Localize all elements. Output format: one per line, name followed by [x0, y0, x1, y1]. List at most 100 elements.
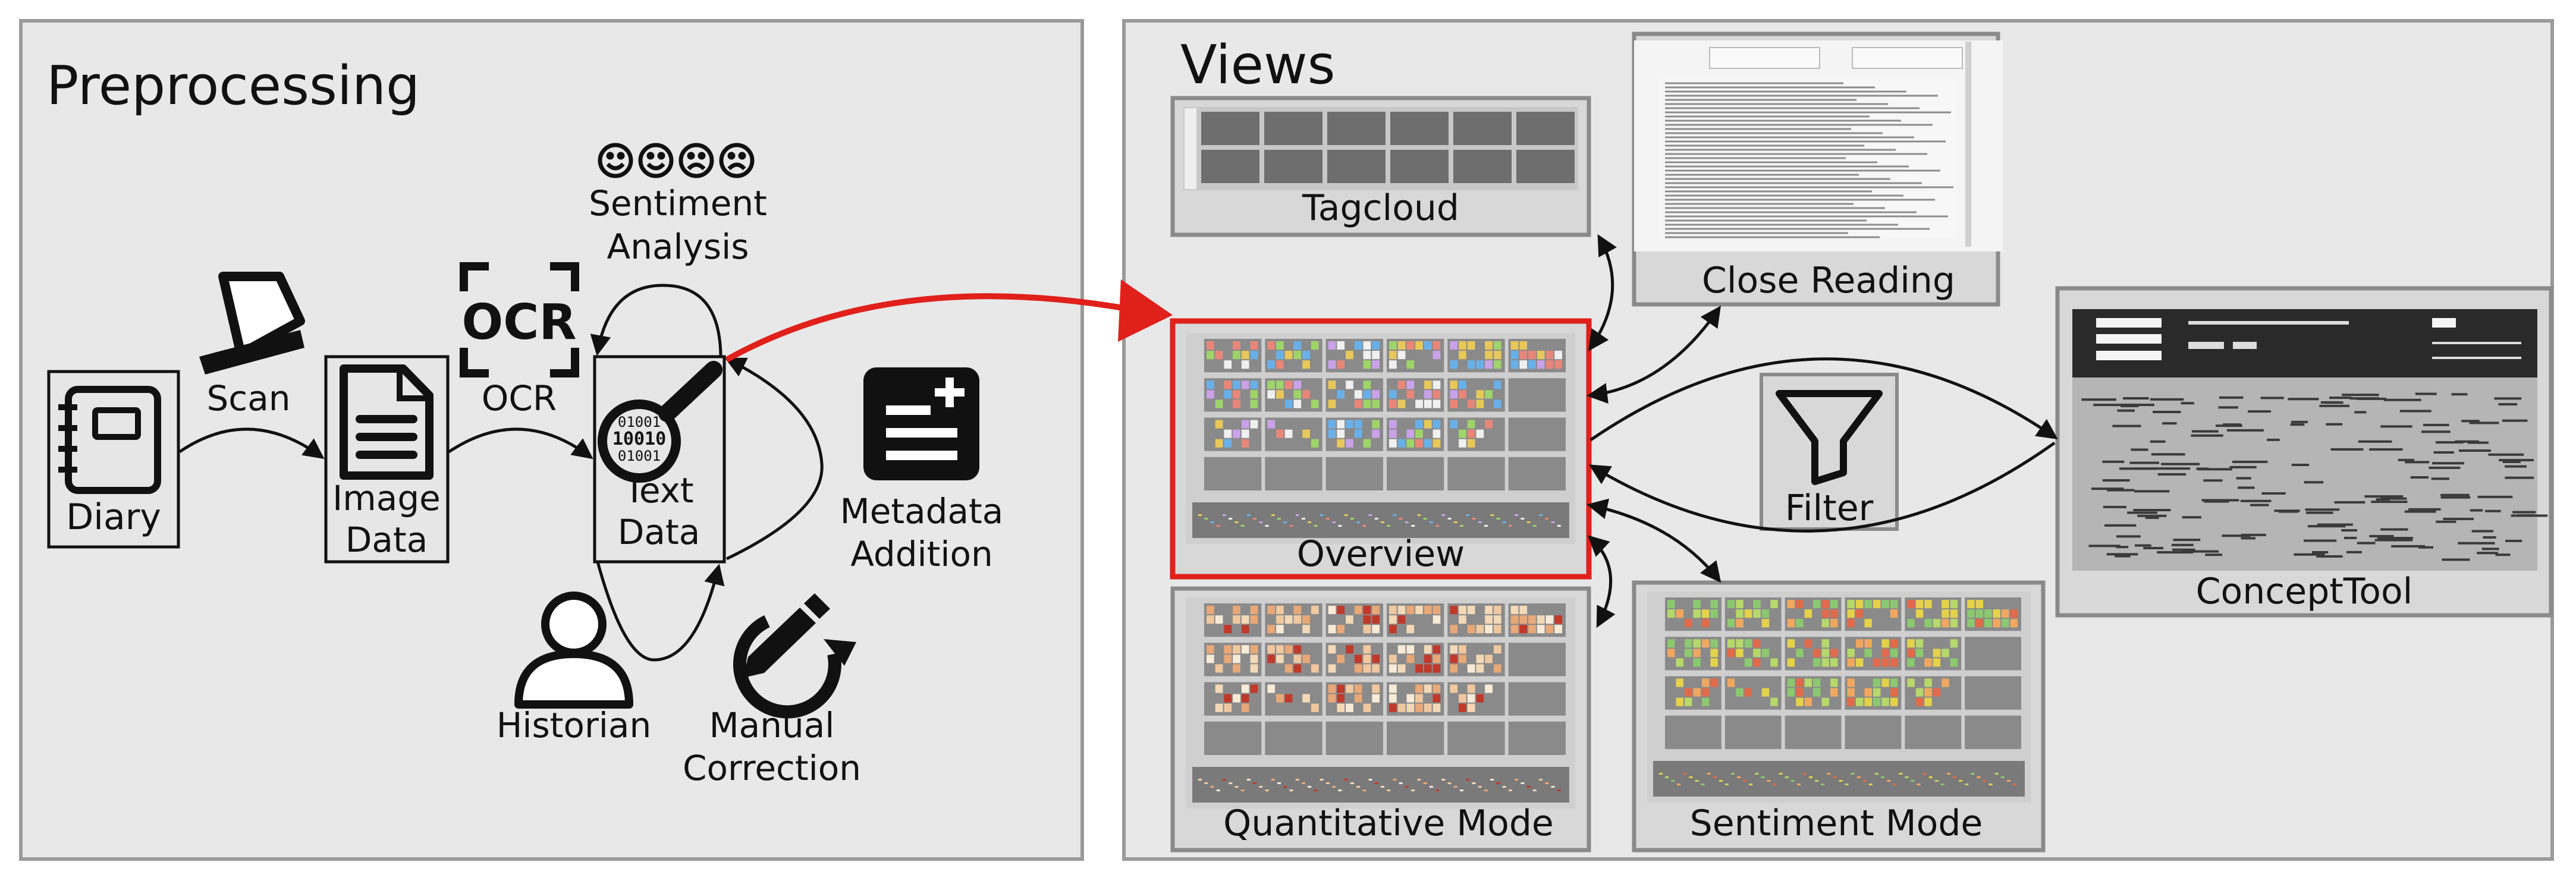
- month-block: [1508, 682, 1566, 716]
- day-cell: [1215, 399, 1223, 408]
- timeline-tick: [1868, 784, 1873, 785]
- day-cell: [1847, 658, 1855, 667]
- day-cell: [1753, 658, 1761, 667]
- day-cell: [1813, 658, 1821, 667]
- timeline-tick: [1557, 525, 1561, 527]
- day-cell: [1701, 678, 1710, 687]
- day-cell: [1328, 694, 1336, 703]
- day-cell: [1432, 606, 1441, 615]
- concept-word: [2371, 501, 2408, 504]
- day-cell: [1267, 625, 1276, 634]
- day-cell: [1855, 609, 1864, 618]
- day-cell: [1363, 655, 1371, 663]
- day-cell: [1847, 688, 1855, 697]
- concept-word: [2364, 495, 2404, 498]
- filter-node: Filter: [1760, 373, 1899, 531]
- quantitative-mode-view: Quantitative Mode: [1170, 586, 1591, 852]
- timeline-tick: [1484, 525, 1488, 527]
- timeline-tick: [1953, 776, 1957, 778]
- timeline-tick: [1338, 789, 1342, 791]
- concept-word: [2451, 393, 2468, 396]
- concept-word: [2317, 523, 2353, 526]
- filter-label: Filter: [1785, 487, 1874, 529]
- timeline-tick: [1773, 784, 1777, 785]
- timeline-tick: [1253, 518, 1257, 520]
- day-cell: [1363, 615, 1371, 624]
- day-cell: [1485, 684, 1493, 693]
- day-cell: [1907, 678, 1915, 687]
- timeline-tick: [1405, 786, 1409, 788]
- timeline-tick: [1526, 786, 1531, 788]
- day-cell: [1397, 615, 1406, 624]
- day-cell: [1432, 341, 1441, 350]
- timeline-tick: [2006, 780, 2010, 782]
- timeline-tick: [1204, 518, 1208, 520]
- timeline-tick: [1350, 782, 1354, 784]
- timeline-tick: [1749, 784, 1753, 785]
- day-cell: [1493, 341, 1501, 350]
- day-cell: [1372, 655, 1380, 663]
- concept-word: [2442, 558, 2470, 561]
- day-cell: [1450, 360, 1458, 369]
- day-cell: [1311, 664, 1319, 673]
- day-cell: [1389, 684, 1397, 693]
- timeline-tick: [1767, 780, 1771, 782]
- day-cell: [1907, 619, 1915, 628]
- day-cell: [1459, 341, 1466, 350]
- timeline-tick: [1922, 773, 1927, 775]
- day-cell: [1915, 600, 1924, 609]
- month-block: [1325, 721, 1383, 755]
- concept-word: [2093, 404, 2131, 407]
- scanner-icon: [199, 272, 305, 375]
- day-cell: [1276, 390, 1284, 399]
- day-cell: [1432, 694, 1441, 703]
- day-cell: [1337, 703, 1345, 712]
- day-cell: [1328, 429, 1336, 438]
- day-cell: [1467, 606, 1475, 615]
- day-cell: [1873, 697, 1881, 706]
- timeline-tick: [1713, 776, 1717, 778]
- day-cell: [1233, 606, 1240, 615]
- day-cell: [1424, 341, 1432, 350]
- day-cell: [1432, 399, 1441, 408]
- day-cell: [1736, 600, 1743, 609]
- timeline-tick: [1515, 779, 1519, 781]
- concept-word: [2415, 392, 2437, 395]
- day-cell: [1215, 664, 1223, 673]
- day-cell: [1424, 655, 1432, 663]
- timeline-tick: [1277, 782, 1281, 784]
- concept-word: [2319, 404, 2350, 407]
- day-cell: [1284, 694, 1293, 703]
- timeline-tick: [1466, 779, 1470, 781]
- day-cell: [1787, 600, 1795, 609]
- day-cell: [1485, 360, 1493, 369]
- day-cell: [1519, 625, 1528, 634]
- timeline-tick: [1429, 786, 1433, 788]
- concept-word: [2431, 477, 2449, 480]
- timeline-tick: [1899, 773, 1903, 775]
- day-cell: [1907, 649, 1915, 658]
- timeline-tick: [1246, 514, 1251, 516]
- ocr-label: OCR: [482, 378, 557, 419]
- day-cell: [1328, 625, 1336, 634]
- day-cell: [1693, 688, 1701, 697]
- day-cell: [1744, 609, 1752, 618]
- overview-view: Overview: [1170, 318, 1592, 580]
- concept-word: [2203, 479, 2223, 482]
- day-cell: [1796, 649, 1804, 658]
- arrow-overview-closereading: [1587, 306, 1721, 404]
- day-cell: [1337, 684, 1345, 693]
- close-reading-label: Close Reading: [1702, 260, 1955, 301]
- day-cell: [1207, 380, 1214, 389]
- day-cell: [1346, 351, 1353, 360]
- concept-word: [2294, 553, 2325, 556]
- concept-word: [2131, 448, 2148, 451]
- day-cell: [1890, 609, 1898, 618]
- timeline-tick: [1216, 525, 1220, 527]
- ocr-icon: OCR: [460, 262, 579, 377]
- day-cell: [1519, 351, 1528, 360]
- concept-word: [2436, 520, 2456, 523]
- timeline-tick: [1253, 782, 1257, 784]
- concept-word: [2470, 509, 2483, 512]
- preprocessing-arrows: [178, 284, 824, 662]
